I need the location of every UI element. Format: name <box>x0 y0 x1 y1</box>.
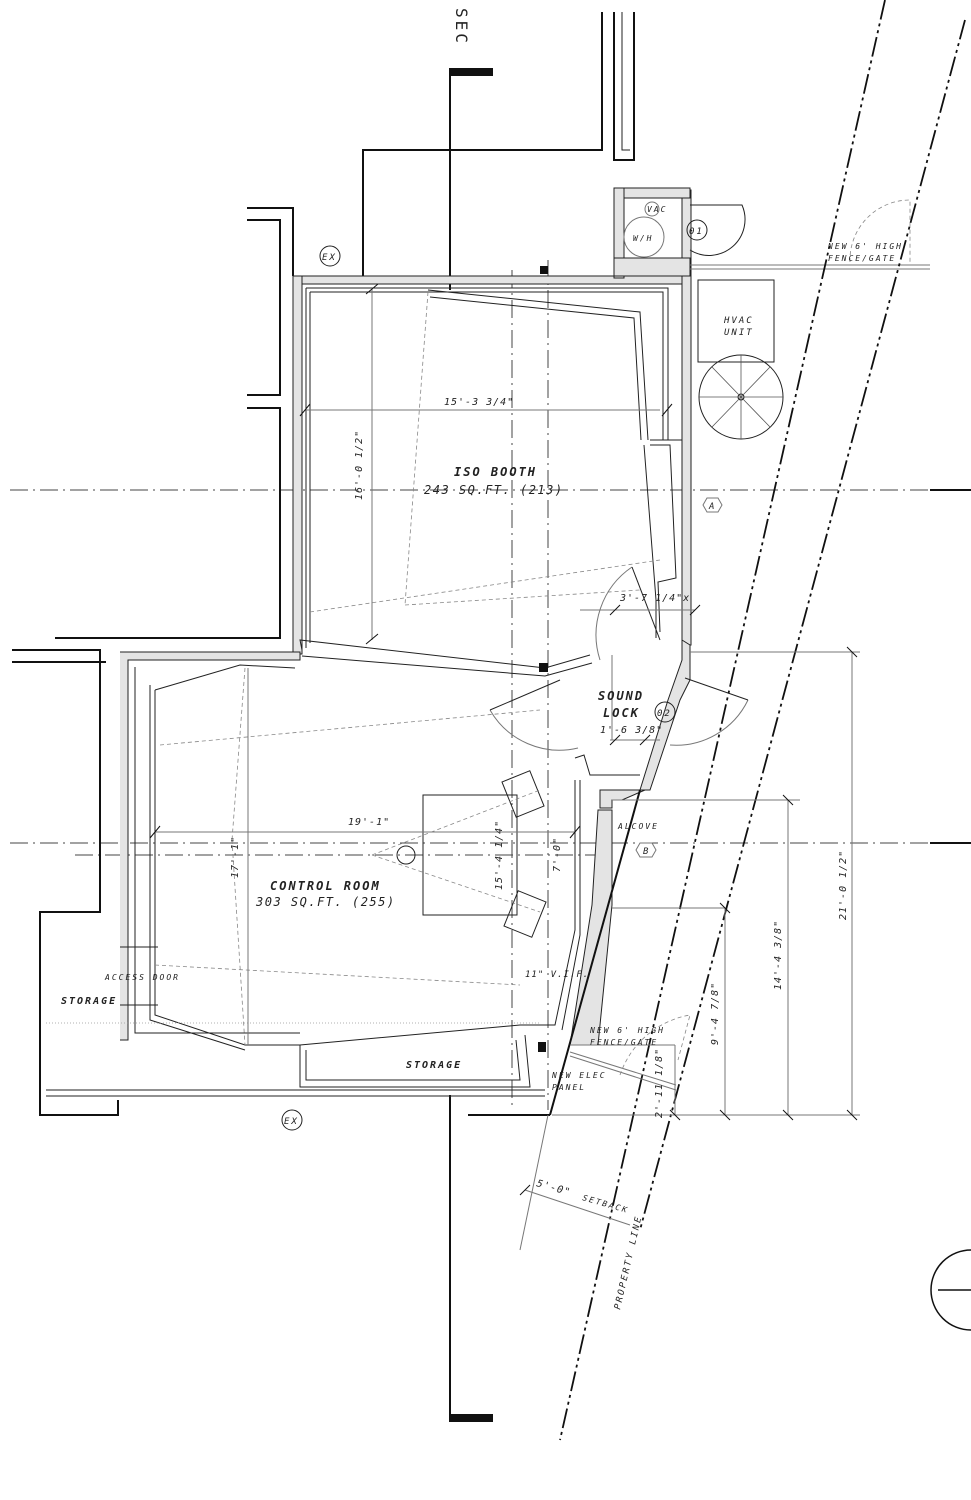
sound-lock-name: SOUND <box>598 689 644 703</box>
grid-tag-b: B <box>635 842 657 858</box>
door-tag-02: 02 <box>654 701 676 723</box>
sound-lock-name-2: LOCK <box>603 706 640 720</box>
iso-depth-dim: 16'-0 1/2" <box>354 430 365 500</box>
door-tag-01: 01 <box>686 219 708 241</box>
svg-text:B: B <box>643 847 650 857</box>
dim-14-4: 14'-4 3/8" <box>773 920 784 990</box>
grid-axes <box>10 260 971 1110</box>
water-heater-label: W/H <box>633 234 653 243</box>
sound-lock-walls <box>489 566 749 809</box>
elec-panel-label: NEW ELEC <box>551 1071 607 1080</box>
control-width-dim: 19'-1" <box>348 817 390 828</box>
hvac-label-2: UNIT <box>724 328 754 338</box>
iso-width-dim: 15'-3 3/4" <box>444 397 514 408</box>
svg-text:01: 01 <box>689 227 704 237</box>
sound-lock-dim-top: 3'-7 1/4"x <box>619 593 690 604</box>
fence-label-bottom: NEW 6' HIGH <box>589 1026 665 1035</box>
fence-label-top-2: FENCE/GATE <box>828 254 896 263</box>
iso-booth-walls <box>292 189 692 677</box>
svg-text:EX: EX <box>284 1117 299 1127</box>
control-depth-dim: 17'-1" <box>230 836 241 878</box>
dim-21-0: 21'-0 1/2" <box>838 850 849 920</box>
property-line-label: PROPERTY LINE <box>613 1214 644 1310</box>
control-room-name: CONTROL ROOM <box>270 879 381 893</box>
svg-text:A: A <box>708 502 716 512</box>
tag-ex-top: EX <box>319 245 341 267</box>
utility-area <box>613 187 930 440</box>
dim-9-4: 9'-4 7/8" <box>710 982 721 1045</box>
svg-text:SEC: SEC <box>452 8 471 46</box>
alcove-depth-dim: 7'-0" <box>552 837 563 872</box>
setback-label: SETBACK <box>581 1193 629 1215</box>
control-room-area: 303 SQ.FT. (255) <box>255 895 396 909</box>
access-door-label: ACCESS DOOR <box>104 973 180 982</box>
property-lines <box>519 0 971 1441</box>
dim-2-11: 2'-11 1/8" <box>654 1048 665 1118</box>
sound-lock-dim-bottom: 1'-6 3/8" <box>600 725 663 736</box>
vif-dim: 11" V.I.F. <box>525 970 589 980</box>
storage-bottom-label: STORAGE <box>406 1060 462 1071</box>
existing-walls <box>12 12 635 1116</box>
tag-ex-bottom: EX <box>281 1109 303 1131</box>
elec-panel-label-2: PANEL <box>552 1083 586 1092</box>
vac-label: VAC <box>647 205 667 214</box>
svg-text:02: 02 <box>657 709 672 719</box>
fence-label-bottom-2: FENCE/GATE <box>590 1038 658 1047</box>
grid-tag-a: A <box>702 497 723 513</box>
alcove-label: ALCOVE <box>617 822 659 831</box>
hvac-label: HVAC <box>723 316 754 326</box>
fence-label-top: NEW 6' HIGH <box>827 242 903 251</box>
dimension-ticks <box>149 283 858 1196</box>
control-inner-dim: 15'-4 1/4" <box>494 820 505 890</box>
storage-left-label: STORAGE <box>61 996 117 1007</box>
iso-booth-area: 243 SQ.FT. (213) <box>424 483 564 497</box>
control-room-walls <box>46 651 641 1116</box>
iso-booth-name: ISO BOOTH <box>454 465 537 479</box>
section-marker: SEC <box>449 8 493 1422</box>
svg-text:EX: EX <box>322 253 337 263</box>
